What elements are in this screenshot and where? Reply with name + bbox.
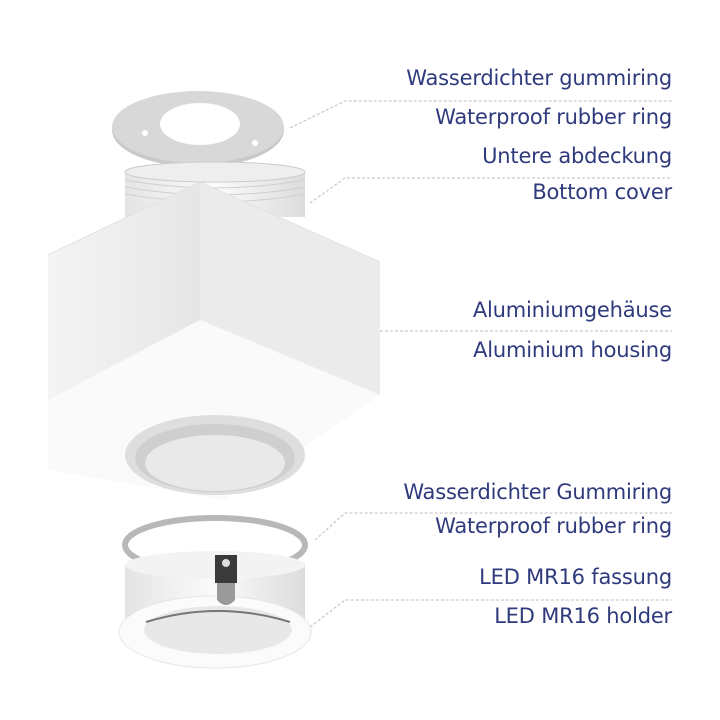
label-lower-ring-de: Wasserdichter Gummiring	[403, 480, 672, 504]
label-lower-ring-en: Waterproof rubber ring	[435, 514, 672, 538]
label-top-ring-en: Waterproof rubber ring	[435, 105, 672, 129]
label-bottom-cover-en: Bottom cover	[532, 180, 672, 204]
label-housing-de: Aluminiumgehäuse	[472, 298, 672, 322]
top-rubber-ring	[112, 91, 284, 167]
aluminium-housing	[47, 181, 381, 500]
leader-lines	[289, 100, 672, 628]
label-bottom-cover-de: Untere abdeckung	[482, 144, 672, 168]
led-holder	[118, 551, 312, 669]
label-holder-de: LED MR16 fassung	[479, 565, 672, 589]
label-housing-en: Aluminium housing	[473, 338, 672, 362]
label-top-ring-de: Wasserdichter gummiring	[406, 66, 672, 90]
label-holder-en: LED MR16 holder	[494, 604, 672, 628]
